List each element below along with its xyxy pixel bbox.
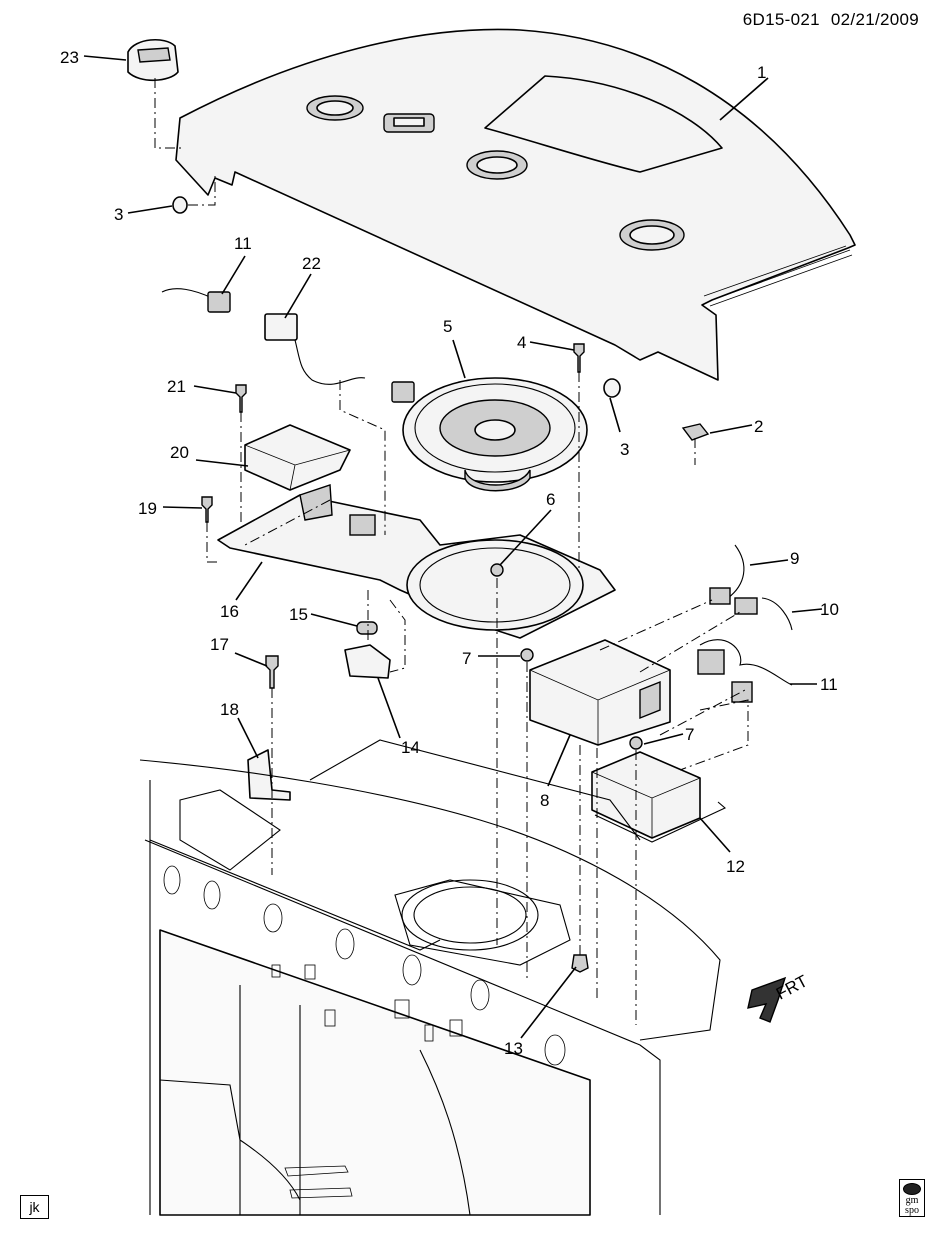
part-11-22-harness [161,288,415,403]
callout-4: 4 [517,333,526,352]
callout-9: 9 [790,549,799,568]
callout-10: 10 [820,600,839,619]
part-3-pin-left [172,196,188,214]
part-6-nut [490,563,504,577]
logo-oval-icon [903,1183,921,1195]
package-shelf-panel [175,28,856,381]
callout-12: 12 [726,857,745,876]
callout-23: 23 [60,48,79,67]
alignment-lines [154,78,749,1025]
callout-7-right: 7 [685,725,694,744]
part-7-nut-left [520,648,534,662]
part-9-10-11-harness [697,544,793,703]
drafter-initials-box: jk [20,1195,49,1219]
callout-leaders [83,55,823,1039]
gm-spo-logo: gm spo [899,1179,925,1217]
logo-text-gm: gm [905,1195,919,1206]
callout-13: 13 [504,1039,523,1058]
callout-11-lower: 11 [820,675,838,694]
callout-22: 22 [302,254,321,273]
callout-18: 18 [220,700,239,719]
callout-20: 20 [170,443,189,462]
part-14-connector [344,644,391,679]
vehicle-body-structure [139,739,721,1216]
part-5-speaker [402,377,588,492]
callout-15: 15 [289,605,308,624]
diagram-header: 6D15-021 02/21/2009 [737,10,919,30]
callout-3-left: 3 [114,205,123,224]
callout-3-right: 3 [620,440,629,459]
drafter-initials: jk [29,1199,40,1215]
diagram-code: 6D15-021 [742,10,820,29]
callout-11-upper: 11 [234,234,252,253]
part-2-clip [681,423,710,441]
callout-21: 21 [167,377,186,396]
callout-2: 2 [754,417,763,436]
part-23-handle [127,39,179,82]
callout-7-left: 7 [462,649,471,668]
front-direction-arrow: FRT [747,971,811,1023]
part-20-module [244,424,351,491]
callout-8: 8 [540,791,549,810]
callout-5: 5 [443,317,452,336]
part-16-speaker-bracket [217,484,616,639]
callout-1: 1 [757,63,766,82]
callout-19: 19 [138,499,157,518]
callout-14: 14 [401,738,420,757]
part-15-sleeve [356,621,378,635]
part-8-amplifier [529,639,671,746]
callout-16: 16 [220,602,239,621]
diagram-date: 02/21/2009 [830,10,919,29]
callout-labels: 23 1 3 11 22 5 4 21 2 3 20 6 19 9 16 15 … [60,48,839,1058]
part-3-pin-right [603,378,621,398]
part-12-bracket [591,751,727,843]
fasteners [201,343,585,689]
callout-17: 17 [210,635,229,654]
callout-6: 6 [546,490,555,509]
logo-text-spo: spo [905,1205,919,1216]
part-7-nut-right [629,736,643,750]
front-arrow-label: FRT [773,971,811,1003]
